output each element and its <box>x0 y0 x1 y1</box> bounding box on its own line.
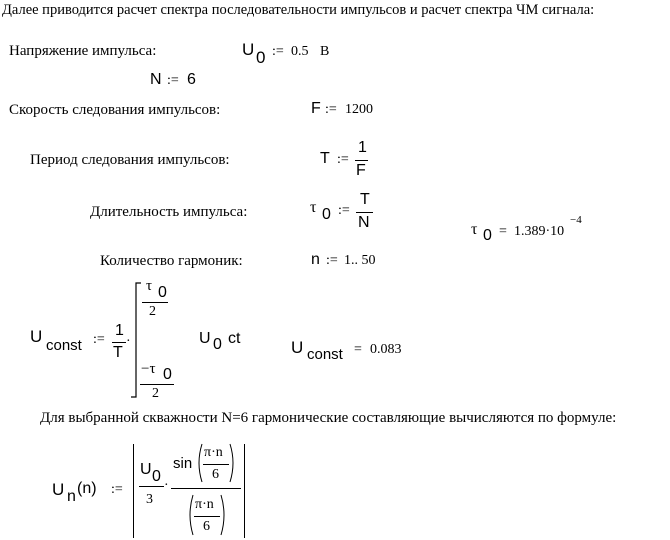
freq-label: Скорость следования импульсов: <box>9 102 221 118</box>
un-frac-num: U <box>140 461 152 478</box>
duration-assign: := <box>338 203 350 218</box>
un-frac-den: 3 <box>146 492 153 507</box>
un-sin: sin <box>173 455 193 472</box>
un-assign: := <box>111 482 123 497</box>
uconst-coef-num: 1 <box>115 322 124 339</box>
duration-result-exponent: −4 <box>570 214 582 226</box>
uconst-result-var: U <box>291 338 304 357</box>
voltage-sub: 0 <box>256 48 266 67</box>
duration-result-eq: = <box>499 224 507 239</box>
period-var: T <box>320 150 330 167</box>
uconst-result-eq: = <box>354 342 362 357</box>
uconst-lower-num-sub: 0 <box>163 366 172 383</box>
un-arg: (n) <box>77 480 97 497</box>
voltage-var: U <box>242 40 255 59</box>
uconst-upper-num-sub: 0 <box>158 284 167 301</box>
duration-result-mantissa: 1.389·10 <box>514 224 565 239</box>
uconst-sub: const <box>46 337 82 354</box>
uconst-dot: · <box>126 334 131 349</box>
header-text: Далее приводится расчет спектра последов… <box>2 2 595 18</box>
uconst-integrand-var: U <box>199 330 211 347</box>
un-inner-bar-bottom <box>194 516 220 517</box>
paren-left-top-icon <box>198 443 203 483</box>
uconst-result-value: 0.083 <box>370 342 402 357</box>
un-inner-bar-top <box>203 464 229 465</box>
period-fraction-bar <box>355 160 368 161</box>
harmonics-range: 1.. 50 <box>344 253 376 268</box>
uconst-integrand-sub: 0 <box>213 336 222 353</box>
uconst-assign: := <box>93 332 105 347</box>
un-var: U <box>52 480 65 499</box>
n-assign: := <box>167 73 179 88</box>
uconst-upper-bar <box>142 302 168 303</box>
freq-var: F <box>311 100 321 117</box>
un-inner-num-bottom: π·n <box>195 497 214 512</box>
uconst-result-sub: const <box>307 346 343 363</box>
period-label: Период следования импульсов: <box>30 152 230 168</box>
harmonics-var: n <box>311 251 320 268</box>
n-var: N <box>150 71 162 88</box>
un-sub: n <box>67 488 76 505</box>
uconst-var: U <box>30 327 43 346</box>
un-inner-den-bottom: 6 <box>203 519 210 534</box>
uconst-lower-num: −τ <box>141 361 156 377</box>
harmonics-assign: := <box>326 253 338 268</box>
n-value: 6 <box>187 71 196 88</box>
paren-left-bottom-icon <box>189 494 194 536</box>
uconst-integrand-tail: ct <box>228 330 241 347</box>
un-frac-num-sub: 0 <box>152 468 161 485</box>
freq-value: 1200 <box>345 102 373 117</box>
duration-result-sub: 0 <box>483 227 492 244</box>
period-numerator: 1 <box>358 139 367 156</box>
uconst-upper-den: 2 <box>149 304 156 319</box>
paren-right-bottom-icon <box>220 494 225 536</box>
voltage-value: 0.5 <box>291 44 309 59</box>
abs-bar-left <box>133 444 134 538</box>
un-inner-num-top: π·n <box>204 445 223 460</box>
uconst-upper-num: τ <box>146 278 153 294</box>
voltage-label: Напряжение импульса: <box>9 43 157 59</box>
un-frac-bar <box>139 486 164 487</box>
uconst-lower-bar <box>140 384 174 385</box>
abs-bar-right <box>244 444 245 538</box>
uconst-lower-den: 2 <box>152 386 159 401</box>
duration-denominator: N <box>358 214 370 231</box>
integral-sign-icon <box>131 282 141 398</box>
formula-note: Для выбранной скважности N=6 гармоническ… <box>40 410 617 426</box>
duration-result-var: τ <box>471 221 478 238</box>
harmonics-label: Количество гармоник: <box>100 253 243 269</box>
un-main-bar <box>171 488 241 489</box>
period-assign: := <box>337 152 349 167</box>
period-denominator: F <box>356 162 366 179</box>
un-inner-den-top: 6 <box>212 467 219 482</box>
freq-assign: := <box>325 102 337 117</box>
duration-sub: 0 <box>322 206 331 223</box>
un-dot: · <box>164 478 169 493</box>
duration-numerator: T <box>360 191 370 208</box>
voltage-assign: := <box>272 44 284 59</box>
duration-label: Длительность импульса: <box>90 204 248 220</box>
voltage-unit: B <box>320 44 330 59</box>
paren-right-top-icon <box>229 443 234 483</box>
uconst-coef-bar <box>112 342 126 343</box>
duration-fraction-bar <box>356 212 373 213</box>
duration-var: τ <box>310 199 317 216</box>
uconst-coef-den: T <box>113 344 123 361</box>
